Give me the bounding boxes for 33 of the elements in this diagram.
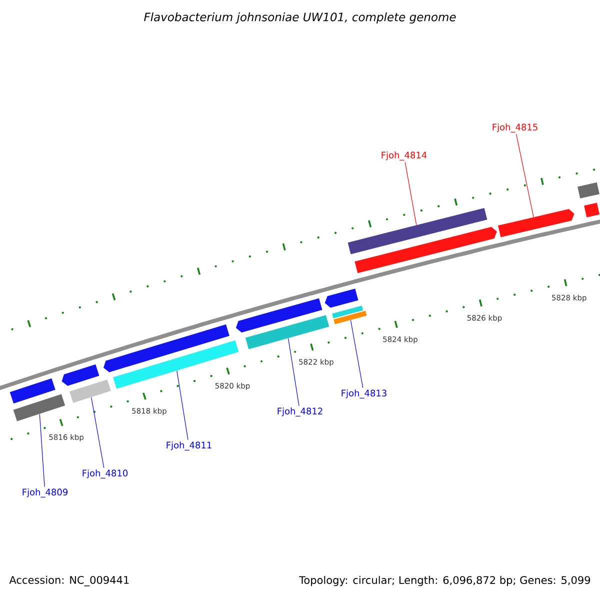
leader-line (404, 162, 417, 226)
genome-info-text: Topology: circular; Length: 6,096,872 bp; Genes: 5,099 (299, 576, 590, 586)
gene-feature (324, 288, 358, 308)
gene-label: Fjoh_4812 (278, 408, 322, 416)
leader-line (39, 414, 45, 488)
gene-feature (70, 379, 111, 403)
gene-feature (354, 226, 497, 274)
gene-label: Fjoh_4810 (82, 470, 128, 478)
leader-line (516, 134, 534, 218)
gene-label: Fjoh_4809 (22, 488, 68, 498)
gene-feature (584, 202, 600, 218)
title: Flavobacterium johnsoniae UW101, complete genome (144, 12, 456, 24)
gene-label: Fjoh_4813 (342, 390, 386, 398)
gene-feature (103, 324, 230, 372)
gene-feature (62, 364, 100, 386)
gene-feature (13, 394, 66, 422)
accession-text: Accession: NC_009441 (9, 576, 129, 586)
leader-line (288, 338, 300, 406)
leader-line (91, 397, 104, 468)
gene-label: Fjoh_4814 (382, 152, 427, 160)
gene-label: Fjoh_4811 (166, 442, 212, 450)
leader-line (176, 370, 188, 440)
gene-feature (348, 208, 488, 254)
gene-feature (10, 378, 56, 404)
gene-feature (236, 298, 322, 333)
gene-feature (332, 306, 364, 318)
leader-line (350, 320, 364, 388)
gene-feature (498, 208, 574, 238)
gene-feature (113, 340, 239, 389)
gene-feature (334, 310, 367, 324)
gene-label: Fjoh_4815 (492, 124, 538, 132)
gene-feature (245, 315, 330, 350)
gene-feature (578, 182, 600, 198)
